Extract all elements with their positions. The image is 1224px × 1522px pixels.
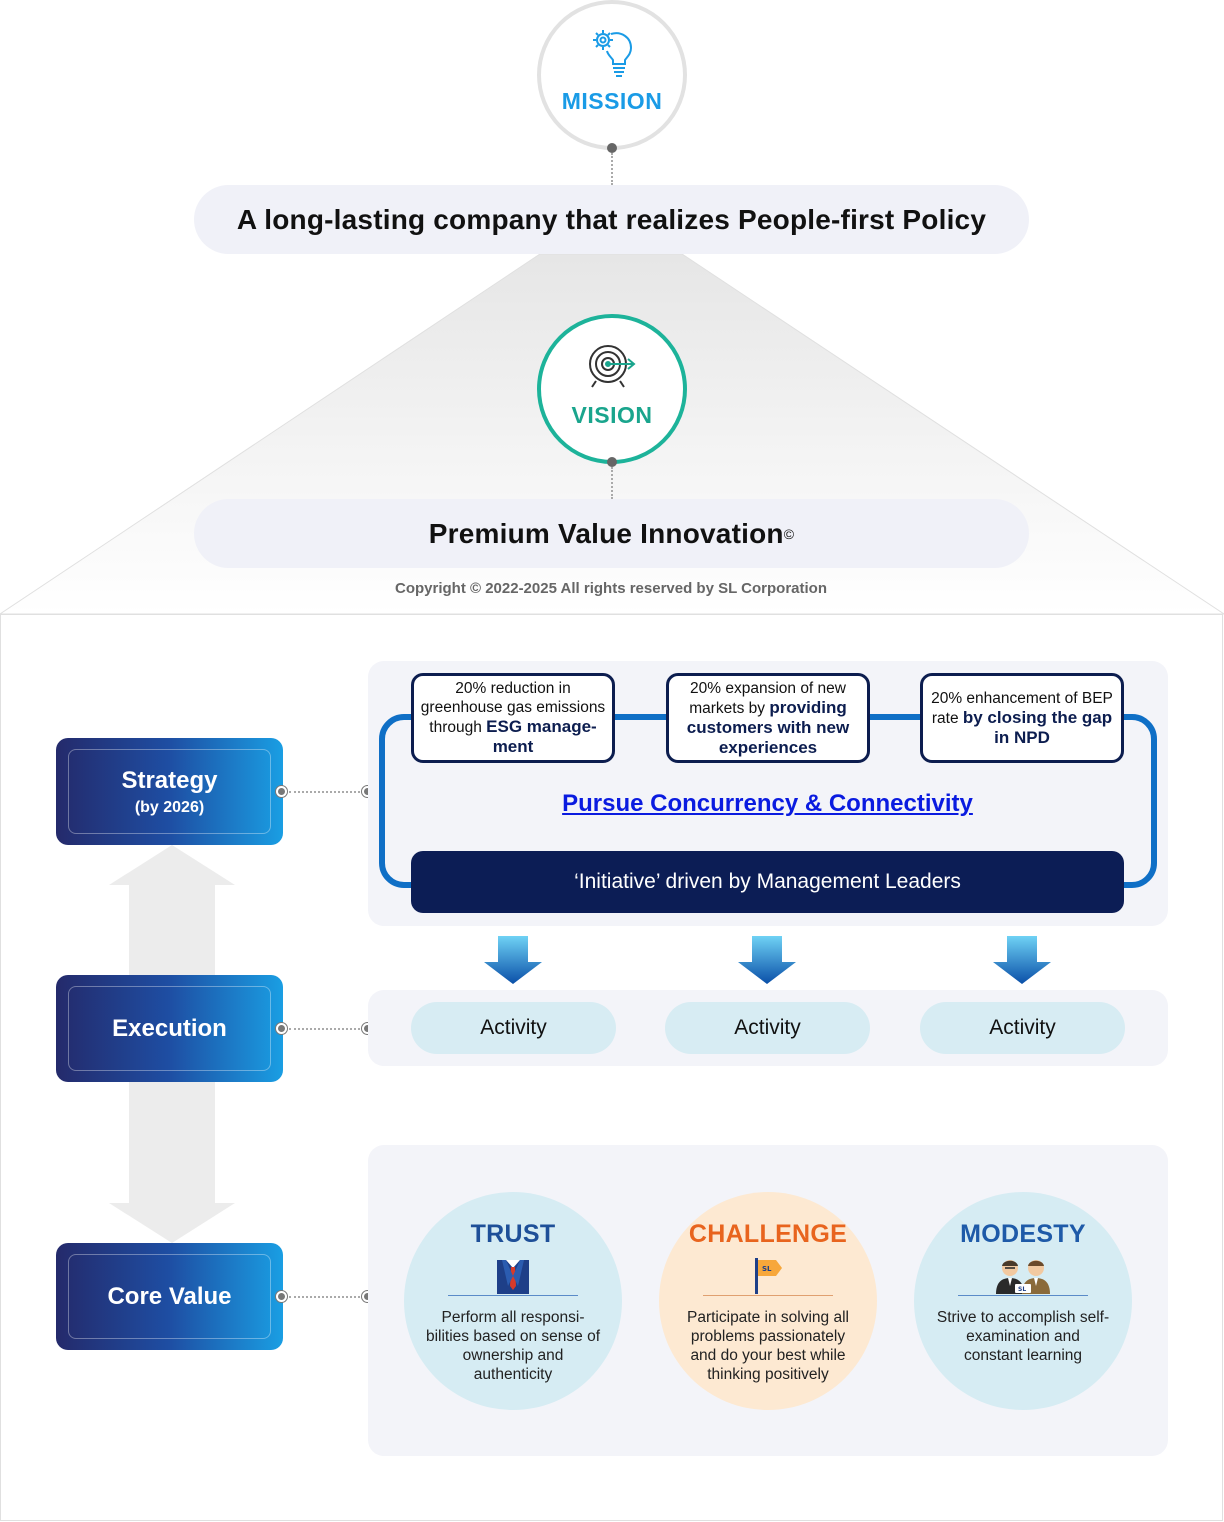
copyright-text: Copyright © 2022-2025 All rights reserve… xyxy=(394,580,827,597)
goal-2-bold: providing customers with new experiences xyxy=(686,697,850,757)
modesty-description: Strive to accomplish self-examination an… xyxy=(936,1309,1110,1364)
mission-label: MISSION xyxy=(561,88,663,114)
core-value-title: Core Value xyxy=(107,1282,232,1310)
down-arrow-icon xyxy=(484,936,542,984)
businessman-suit-icon xyxy=(496,1255,530,1295)
goal-1-bold: ESG manage-ment xyxy=(486,717,597,756)
core-value-label-box: Core Value xyxy=(56,1243,283,1350)
execution-title: Execution xyxy=(112,1014,227,1042)
target-icon xyxy=(586,340,638,392)
activity-pill: Activity xyxy=(665,1002,870,1054)
execution-connector-line xyxy=(289,1028,364,1030)
execution-label-box: Execution xyxy=(56,975,283,1082)
vision-statement-text: Premium Value Innovation xyxy=(428,517,784,549)
lightbulb-gear-icon xyxy=(589,26,635,78)
value-challenge: CHALLENGE SL Participate in solving all … xyxy=(659,1192,877,1410)
two-people-icon: SL xyxy=(993,1255,1053,1295)
strategy-subtitle: (by 2026) xyxy=(134,798,205,816)
trust-description: Perform all responsi-bilities based on s… xyxy=(425,1309,601,1383)
pursue-link[interactable]: Pursue Concurrency & Connectivity xyxy=(562,790,973,817)
vision-circle: VISION xyxy=(537,314,687,464)
down-arrow-icon xyxy=(993,936,1051,984)
goal-3-text: 20% enhancement of BEP rate xyxy=(931,689,1113,727)
svg-text:SL: SL xyxy=(762,1265,772,1273)
strategy-goal-3: 20% enhancement of BEP rate by closing t… xyxy=(920,673,1124,763)
trust-divider xyxy=(448,1295,578,1296)
initiative-bar: ‘Initiative’ driven by Management Leader… xyxy=(411,851,1124,913)
challenge-divider xyxy=(703,1295,833,1296)
trust-title: TRUST xyxy=(470,1220,556,1248)
goal-3-bold: by closing the gap in NPD xyxy=(962,707,1113,747)
mission-connector-dot xyxy=(607,143,617,153)
strategy-title: Strategy xyxy=(121,766,218,794)
sl-flag-icon: SL xyxy=(751,1255,785,1295)
modesty-title: MODESTY xyxy=(960,1220,1086,1248)
vision-connector-dot xyxy=(607,457,617,467)
strategy-goal-2: 20% expansion of new markets by providin… xyxy=(666,673,870,763)
activity-pill: Activity xyxy=(411,1002,616,1054)
vision-statement: Premium Value Innovation© xyxy=(194,499,1029,568)
core-value-dot-left xyxy=(276,1291,287,1302)
strategy-goal-1: 20% reduction in greenhouse gas emission… xyxy=(411,673,615,763)
execution-dot-left xyxy=(276,1023,287,1034)
down-arrow-icon xyxy=(738,936,796,984)
vision-connector-line xyxy=(611,467,613,499)
value-trust: TRUST Perform all responsi-bilities base… xyxy=(404,1192,622,1410)
mission-circle: MISSION xyxy=(537,0,687,150)
strategy-connector-line xyxy=(289,791,364,793)
goal-1-text: 20% reduction in greenhouse gas emission… xyxy=(420,680,606,736)
core-value-connector-line xyxy=(289,1296,364,1298)
strategy-label-box: Strategy (by 2026) xyxy=(56,738,283,845)
vision-statement-mark: © xyxy=(783,525,795,542)
challenge-title: CHALLENGE xyxy=(688,1220,848,1248)
strategy-dot-left xyxy=(276,786,287,797)
challenge-description: Participate in solving all problems pass… xyxy=(687,1309,849,1383)
vision-label: VISION xyxy=(571,402,653,428)
goal-2-text: 20% expansion of new markets by xyxy=(689,679,846,717)
mission-statement: A long-lasting company that realizes Peo… xyxy=(194,185,1029,254)
value-modesty: MODESTY SL Strive to accomplish self-exa… xyxy=(914,1192,1132,1410)
svg-text:SL: SL xyxy=(1018,1286,1026,1293)
mission-connector-line xyxy=(611,153,613,185)
activity-pill: Activity xyxy=(920,1002,1125,1054)
modesty-divider xyxy=(958,1295,1088,1296)
